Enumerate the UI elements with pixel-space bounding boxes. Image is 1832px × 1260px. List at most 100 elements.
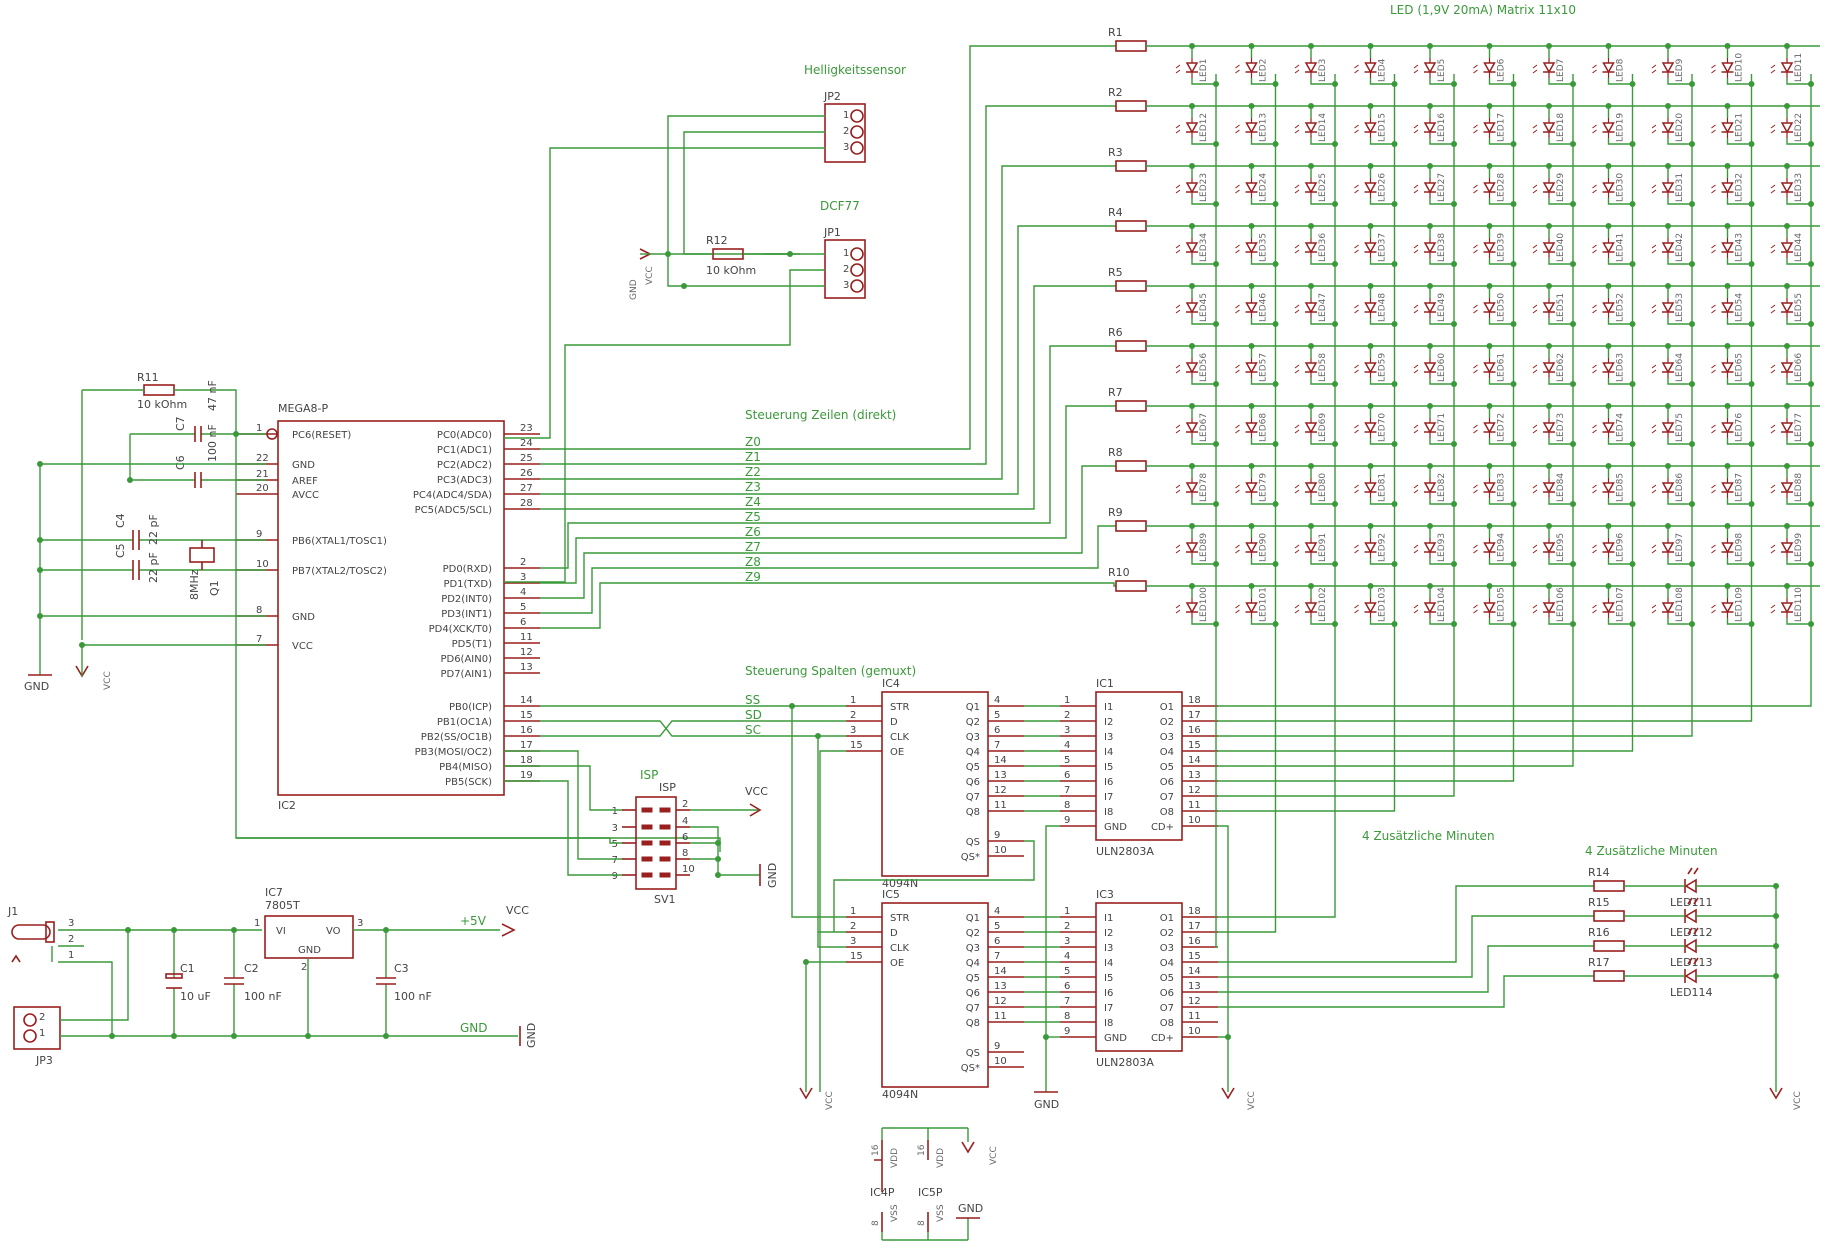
led-46	[1234, 297, 1259, 319]
ic-right-pin-num: 13	[994, 981, 1007, 992]
ic-right-pin-name: Q8	[966, 1018, 980, 1029]
ic-left-pin-num: 4	[1064, 740, 1070, 751]
led-82	[1413, 477, 1437, 499]
mcu-right-pin-name: PD7(AIN1)	[440, 669, 492, 680]
ic7-value: 7805T	[265, 899, 300, 912]
ic-right-pin-name: O6	[1160, 988, 1174, 999]
led-21	[1710, 117, 1735, 139]
led-63	[1591, 357, 1616, 379]
led-84	[1532, 477, 1556, 499]
ic-left-pin-name: CLK	[890, 943, 910, 954]
mcu-right-pin-name: PC3(ADC3)	[437, 475, 492, 486]
ic4p-name: IC4P	[870, 1186, 895, 1199]
led-5	[1413, 57, 1437, 79]
led-14	[1294, 117, 1318, 139]
mcu-right-pin-num: 19	[520, 770, 533, 781]
led-42	[1651, 237, 1675, 259]
mcu-right-pin-num: 26	[520, 468, 533, 479]
c2-capacitor: C2 100 nF	[224, 930, 282, 1036]
mcu-right-pin-num: 15	[520, 710, 533, 721]
row-resistor-body	[1115, 100, 1147, 112]
led-label: LED10	[1735, 53, 1745, 82]
led-label: LED29	[1556, 173, 1566, 202]
ic-right-pin-num: 17	[1188, 921, 1201, 932]
isp-pin-right: 10	[682, 864, 695, 875]
led-label: LED33	[1794, 173, 1804, 202]
led-103	[1353, 597, 1378, 619]
led-92	[1353, 537, 1378, 559]
mcu-right-pin-num: 16	[520, 725, 533, 736]
ic-right-pin-num: 18	[1188, 906, 1201, 917]
led-label: LED42	[1675, 233, 1685, 262]
led-label: LED49	[1437, 293, 1447, 322]
led-67	[1175, 417, 1199, 439]
ic-left-pin-num: 5	[1064, 755, 1070, 766]
led-label: LED41	[1616, 233, 1626, 262]
ic-left-pin-name: GND	[1104, 1033, 1127, 1044]
minute-led-label: LED112	[1670, 926, 1713, 939]
minute-resistor-label: R17	[1588, 956, 1610, 969]
ic-left-pin-name: I5	[1104, 973, 1113, 984]
led-label: LED77	[1794, 413, 1804, 442]
ic-right-pin-name: Q8	[966, 807, 980, 818]
matrix-title: LED (1,9V 20mA) Matrix 11x10	[1390, 3, 1576, 17]
led-68	[1234, 417, 1259, 439]
vcc-label-isp: VCC	[745, 785, 768, 798]
ic-left-pin-num: 3	[1064, 725, 1070, 736]
vcc-label-jp1: VCC	[645, 266, 655, 285]
ic-right-pin-num: 11	[1188, 1011, 1201, 1022]
led-108	[1651, 597, 1675, 619]
mcu-right-pin-name: PB5(SCK)	[445, 777, 492, 788]
mcu-left-pin-name: AREF	[292, 476, 318, 487]
ic-body	[881, 691, 989, 877]
ic-value: 4094N	[882, 1088, 918, 1101]
ic-right-pin-num: 13	[994, 770, 1007, 781]
led-3	[1294, 57, 1318, 79]
jp2-name: JP2	[823, 90, 841, 103]
ic-right-pin-name: O1	[1160, 702, 1174, 713]
led-66	[1770, 357, 1794, 379]
mcu-left-pin-num: 1	[256, 423, 262, 434]
led-label: LED86	[1675, 473, 1685, 502]
ic-left-pin-name: STR	[890, 702, 909, 713]
row-resistor-label: R4	[1108, 206, 1123, 219]
vcc-label-ic4p: VCC	[989, 1146, 999, 1165]
led-55	[1770, 297, 1794, 319]
led-59	[1353, 357, 1378, 379]
led-105	[1472, 597, 1497, 619]
ic-right-pin-name: Q3	[966, 732, 980, 743]
ic-right-pin-name: CD+	[1151, 822, 1174, 833]
led-13	[1234, 117, 1259, 139]
c7-capacitor: C7 100 nF	[130, 416, 236, 462]
led-label: LED96	[1616, 533, 1626, 562]
mcu-right-pin-num: 2	[520, 557, 526, 568]
led-label: LED62	[1556, 353, 1566, 382]
led-label: LED26	[1378, 173, 1388, 202]
mcu-right-pin-name: PC0(ADC0)	[437, 430, 492, 441]
led-label: LED95	[1556, 533, 1566, 562]
isp-pin-right: 6	[682, 832, 688, 843]
ic-right-pin-name: O7	[1160, 792, 1174, 803]
ic-left-pin-name: D	[890, 717, 898, 728]
led-label: LED37	[1378, 233, 1388, 262]
led-50	[1472, 297, 1497, 319]
ic-right-pin-name: Q2	[966, 928, 980, 939]
gnd-symbol-ic4p: GND	[956, 1202, 983, 1219]
c6-name: C6	[174, 455, 187, 470]
isp-pin-left: 5	[612, 839, 618, 850]
led-label: LED24	[1259, 173, 1269, 202]
ic-left-pin-num: 2	[1064, 921, 1070, 932]
led-98	[1710, 537, 1735, 559]
jp2-connector: JP2 1 2 3	[823, 90, 866, 163]
led-label: LED107	[1616, 587, 1626, 622]
ic-left-pin-num: 5	[1064, 966, 1070, 977]
ic-left-pin-num: 1	[1064, 906, 1070, 917]
led-60	[1413, 357, 1437, 379]
minute-resistor	[1593, 910, 1625, 922]
led-label: LED68	[1259, 413, 1269, 442]
c7-name: C7	[174, 416, 187, 431]
mcu-left-pin-name: GND	[292, 460, 315, 471]
led-label: LED63	[1616, 353, 1626, 382]
led-label: LED11	[1794, 53, 1804, 82]
ic-left-pin-name: D	[890, 928, 898, 939]
